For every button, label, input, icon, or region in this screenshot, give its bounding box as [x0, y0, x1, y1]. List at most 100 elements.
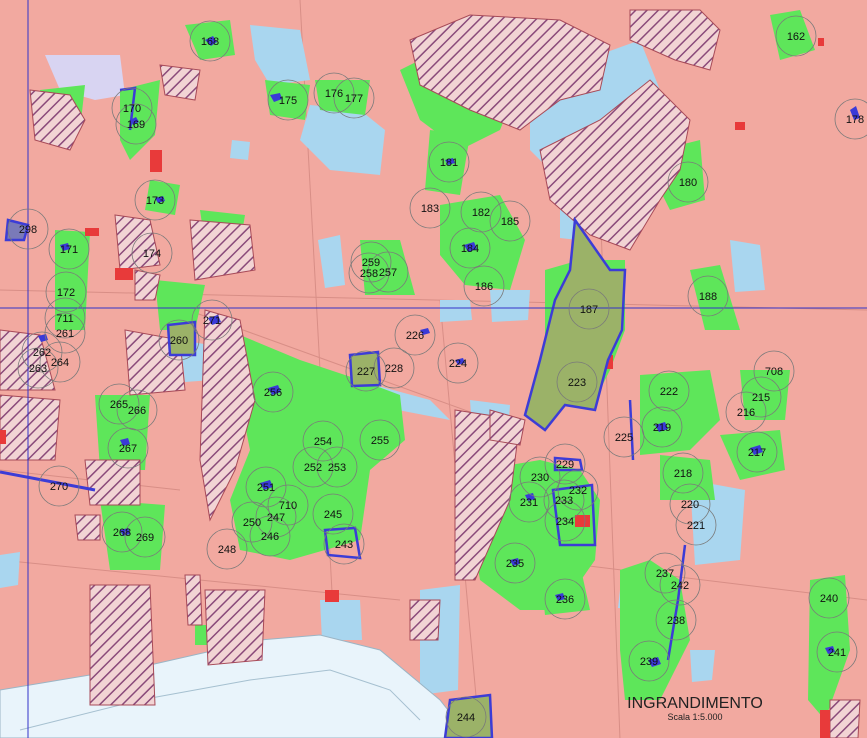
site-circle-242 — [659, 564, 701, 606]
site-label-230[interactable]: 230 — [531, 472, 549, 484]
site-label-184[interactable]: 184 — [461, 243, 479, 255]
site-label-242[interactable]: 242 — [671, 580, 689, 592]
site-circle-172 — [45, 271, 87, 313]
site-label-262[interactable]: 262 — [33, 347, 51, 359]
site-label-216[interactable]: 216 — [737, 407, 755, 419]
site-label-241[interactable]: 241 — [828, 647, 846, 659]
site-circle-252 — [292, 446, 334, 488]
site-markers — [38, 36, 860, 667]
site-label-226[interactable]: 226 — [406, 330, 424, 342]
site-label-177[interactable]: 177 — [345, 93, 363, 105]
site-circle-256 — [252, 371, 294, 413]
site-label-172[interactable]: 172 — [57, 287, 75, 299]
site-label-176[interactable]: 176 — [325, 88, 343, 100]
site-label-235[interactable]: 235 — [506, 558, 524, 570]
site-label-218[interactable]: 218 — [674, 468, 692, 480]
site-circle-169 — [115, 103, 157, 145]
site-label-182[interactable]: 182 — [472, 207, 490, 219]
site-label-234[interactable]: 234 — [556, 516, 574, 528]
site-circle-184 — [449, 227, 491, 269]
site-label-245[interactable]: 245 — [324, 509, 342, 521]
site-label-255[interactable]: 255 — [371, 435, 389, 447]
site-label-710[interactable]: 710 — [279, 500, 297, 512]
site-label-185[interactable]: 185 — [501, 216, 519, 228]
site-label-260[interactable]: 260 — [170, 335, 188, 347]
site-label-238[interactable]: 238 — [667, 615, 685, 627]
site-label-187[interactable]: 187 — [580, 304, 598, 316]
site-label-227[interactable]: 227 — [357, 366, 375, 378]
site-label-180[interactable]: 180 — [679, 177, 697, 189]
site-label-256[interactable]: 256 — [264, 387, 282, 399]
site-circle-223 — [556, 361, 598, 403]
site-label-175[interactable]: 175 — [279, 95, 297, 107]
site-label-711[interactable]: 711 — [56, 313, 74, 325]
site-label-171[interactable]: 171 — [60, 244, 78, 256]
site-label-223[interactable]: 223 — [568, 377, 586, 389]
site-label-237[interactable]: 237 — [656, 568, 674, 580]
site-label-228[interactable]: 228 — [385, 363, 403, 375]
site-label-240[interactable]: 240 — [820, 593, 838, 605]
site-label-246[interactable]: 246 — [261, 531, 279, 543]
site-label-708[interactable]: 708 — [765, 366, 783, 378]
site-label-170[interactable]: 170 — [123, 103, 141, 115]
site-label-244[interactable]: 244 — [457, 712, 475, 724]
site-label-267[interactable]: 267 — [119, 443, 137, 455]
site-label-254[interactable]: 254 — [314, 436, 332, 448]
site-label-247[interactable]: 247 — [267, 512, 285, 524]
site-label-219[interactable]: 219 — [653, 422, 671, 434]
site-label-215[interactable]: 215 — [752, 392, 770, 404]
site-label-225[interactable]: 225 — [615, 432, 633, 444]
site-circle-244 — [445, 696, 487, 738]
site-label-251[interactable]: 251 — [257, 482, 275, 494]
site-label-257[interactable]: 257 — [379, 267, 397, 279]
site-label-265[interactable]: 265 — [110, 399, 128, 411]
site-label-231[interactable]: 231 — [520, 497, 538, 509]
site-label-222[interactable]: 222 — [660, 386, 678, 398]
site-label-186[interactable]: 186 — [475, 281, 493, 293]
site-label-174[interactable]: 174 — [143, 248, 161, 260]
site-label-261[interactable]: 261 — [56, 328, 74, 340]
site-circle-178 — [834, 98, 867, 140]
site-label-263[interactable]: 263 — [29, 363, 47, 375]
site-label-252[interactable]: 252 — [304, 462, 322, 474]
site-label-224[interactable]: 224 — [449, 358, 467, 370]
site-label-298[interactable]: 298 — [19, 224, 37, 236]
site-label-233[interactable]: 233 — [555, 495, 573, 507]
site-label-162[interactable]: 162 — [787, 31, 805, 43]
site-circle-258 — [348, 252, 390, 294]
site-label-168[interactable]: 168 — [201, 36, 219, 48]
site-label-181[interactable]: 181 — [440, 157, 458, 169]
site-label-232[interactable]: 232 — [569, 485, 587, 497]
site-circle-260 — [158, 319, 200, 361]
site-label-217[interactable]: 217 — [748, 447, 766, 459]
site-label-169[interactable]: 169 — [127, 119, 145, 131]
site-label-253[interactable]: 253 — [328, 462, 346, 474]
site-label-259[interactable]: 259 — [362, 257, 380, 269]
site-label-268[interactable]: 268 — [113, 527, 131, 539]
site-label-173[interactable]: 173 — [146, 195, 164, 207]
site-circle-173 — [134, 179, 176, 221]
site-circle-245 — [312, 493, 354, 535]
site-label-269[interactable]: 269 — [136, 532, 154, 544]
site-label-243[interactable]: 243 — [335, 539, 353, 551]
site-circle-263 — [17, 347, 59, 389]
site-label-229[interactable]: 229 — [556, 459, 574, 471]
site-label-250[interactable]: 250 — [243, 517, 261, 529]
site-label-270[interactable]: 270 — [50, 481, 68, 493]
site-circle-171 — [48, 228, 90, 270]
site-label-264[interactable]: 264 — [51, 357, 69, 369]
site-label-183[interactable]: 183 — [421, 203, 439, 215]
site-label-239[interactable]: 239 — [640, 656, 658, 668]
site-label-188[interactable]: 188 — [699, 291, 717, 303]
site-label-220[interactable]: 220 — [681, 499, 699, 511]
site-label-221[interactable]: 221 — [687, 520, 705, 532]
site-label-178[interactable]: 178 — [846, 114, 864, 126]
site-label-258[interactable]: 258 — [360, 268, 378, 280]
site-label-271[interactable]: 271 — [203, 315, 221, 327]
site-label-236[interactable]: 236 — [556, 594, 574, 606]
site-label-248[interactable]: 248 — [218, 544, 236, 556]
site-label-266[interactable]: 266 — [128, 405, 146, 417]
